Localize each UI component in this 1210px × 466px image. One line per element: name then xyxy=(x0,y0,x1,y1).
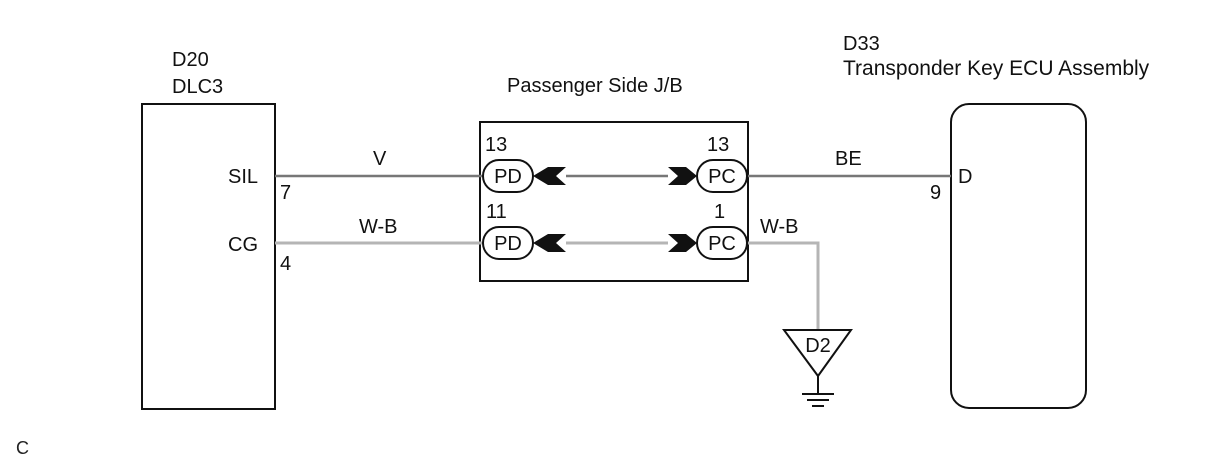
jb-title: Passenger Side J/B xyxy=(507,75,683,97)
dlc3-box xyxy=(141,103,276,410)
ecu-pin-9: 9 xyxy=(930,182,941,204)
sil-jb-left-pin: 13 xyxy=(485,134,507,156)
sil-circuit: V BE 13 13 PD PC xyxy=(275,134,951,193)
sil-pc-connector: PC xyxy=(668,159,748,193)
cg-pc-label: PC xyxy=(708,233,736,255)
sil-jb-right-pin: 13 xyxy=(707,134,729,156)
ground-point-d2: D2 xyxy=(782,329,853,407)
cg-pd-connector: PD xyxy=(482,226,566,260)
cg-pc-arrow-icon xyxy=(668,234,697,252)
sil-terminal-label: SIL xyxy=(228,166,258,188)
cg-pd-label: PD xyxy=(494,233,522,255)
ground-label: D2 xyxy=(805,335,831,357)
sil-pc-arrow-icon xyxy=(668,167,697,185)
cg-pc-connector: PC xyxy=(668,226,748,260)
cg-wire-color-right: W-B xyxy=(760,216,799,238)
cg-jb-right-pin: 1 xyxy=(714,201,725,223)
sil-pd-connector: PD xyxy=(482,159,566,193)
ecu-code: D33 xyxy=(843,33,880,55)
cg-circuit: W-B W-B 11 1 PD PC D2 xyxy=(275,201,853,407)
cg-wire-right xyxy=(748,241,820,330)
ground-triangle-icon xyxy=(782,329,853,378)
dlc3-code: D20 xyxy=(172,49,209,71)
cg-pd-arrow-icon xyxy=(533,234,566,252)
cg-jb-left-pin: 11 xyxy=(486,201,507,223)
cg-terminal-label: CG xyxy=(228,234,258,256)
sil-pc-label: PC xyxy=(708,166,736,188)
dlc3-name: DLC3 xyxy=(172,76,223,98)
ecu-name: Transponder Key ECU Assembly xyxy=(843,57,1150,80)
cg-wire-color-left: W-B xyxy=(359,216,398,238)
sil-wire-color-right: BE xyxy=(835,148,862,170)
ground-symbol-icon xyxy=(802,393,834,407)
ecu-terminal-d: D xyxy=(958,166,972,188)
transponder-ecu-component: D33 Transponder Key ECU Assembly D 9 xyxy=(843,33,1150,409)
sil-pd-arrow-icon xyxy=(533,167,566,185)
sil-pd-label: PD xyxy=(494,166,522,188)
cg-dlc-pin: 4 xyxy=(280,253,291,275)
figure-code: C xyxy=(16,438,29,458)
ecu-box xyxy=(950,103,1087,409)
dlc3-component: D20 DLC3 SIL 7 CG 4 xyxy=(141,49,291,410)
sil-dlc-pin: 7 xyxy=(280,182,291,204)
sil-wire-color-left: V xyxy=(373,148,387,170)
